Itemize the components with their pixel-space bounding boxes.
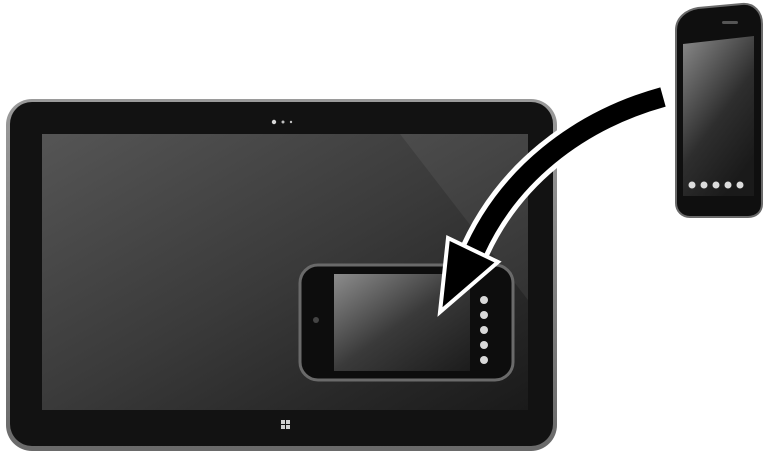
phone-icon [676,4,762,217]
mirrored-phone-icon [300,265,513,380]
